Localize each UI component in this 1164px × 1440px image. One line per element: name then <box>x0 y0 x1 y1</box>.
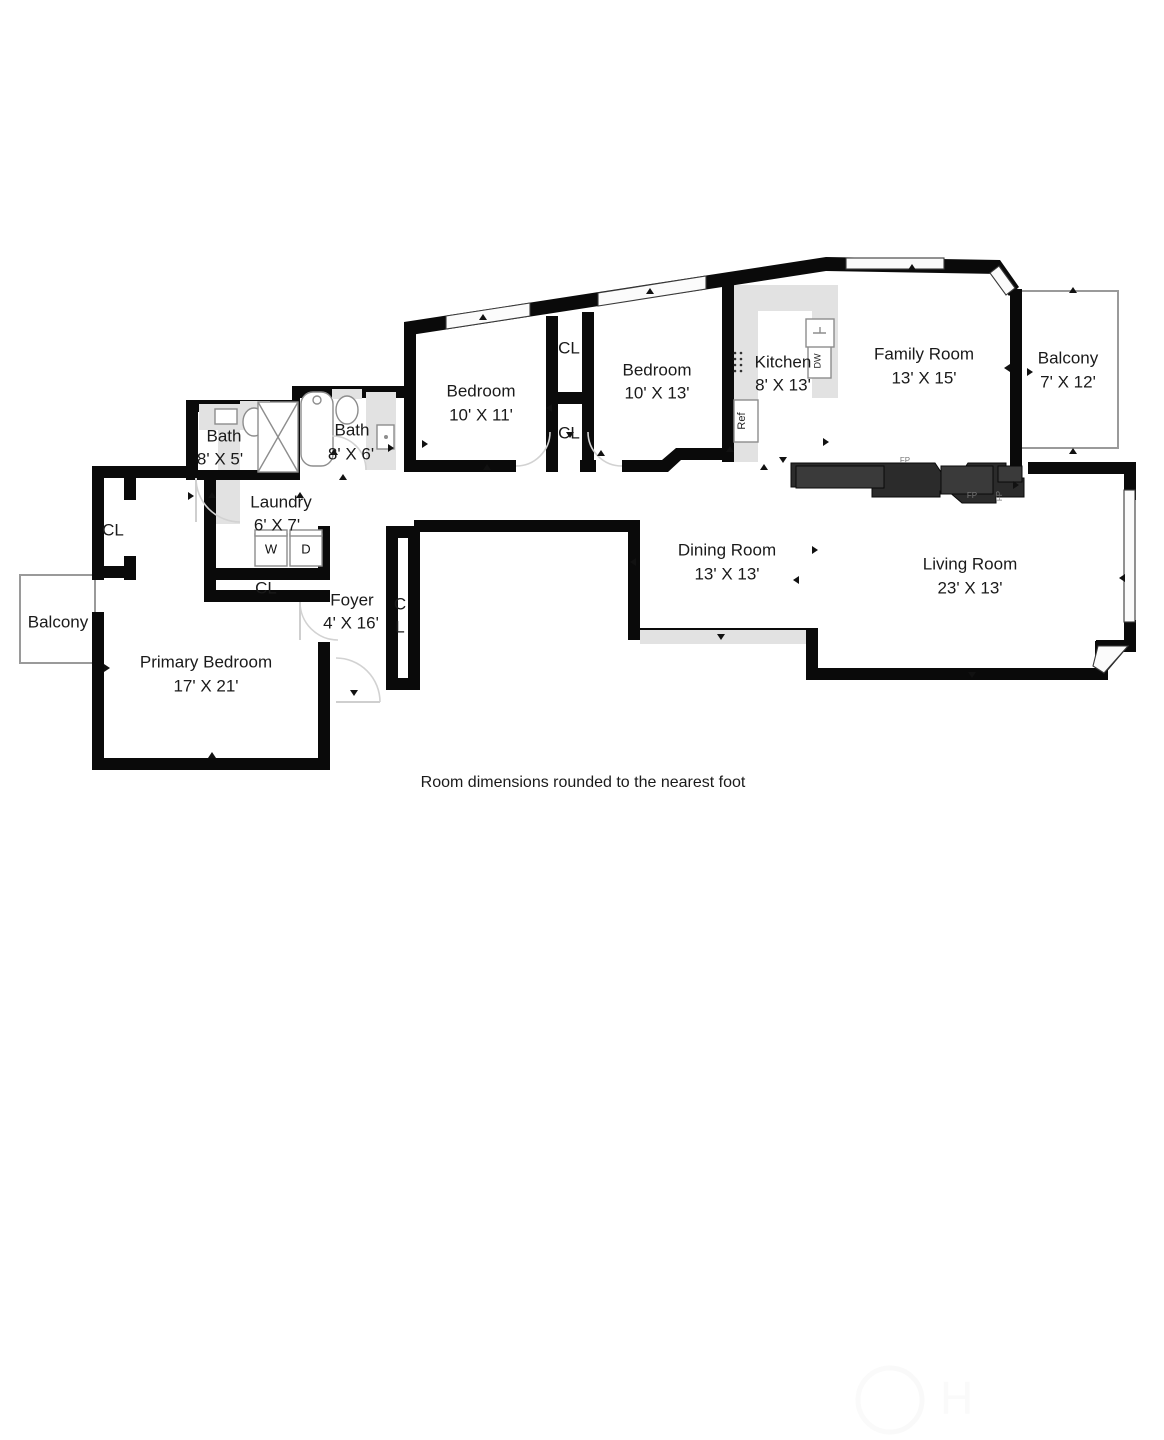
room-name-bath-1: Bath <box>207 426 242 445</box>
room-name-balcony-right: Balcony <box>1038 348 1099 367</box>
doors <box>195 431 623 703</box>
room-name-bedroom-2: Bedroom <box>447 381 516 400</box>
closet-label-bedroom2-lower: CL <box>558 423 580 442</box>
fireplace-wall: FP FP FP <box>790 456 1025 504</box>
fireplace-label-3: FP <box>967 491 977 500</box>
washer-label: W <box>265 541 278 556</box>
room-name-bath-2: Bath <box>335 420 370 439</box>
room-dim-balcony-right: 7' X 12' <box>1040 372 1096 391</box>
fireplace-label-2: FP <box>995 491 1004 501</box>
room-dim-dining-room: 13' X 13' <box>694 564 759 583</box>
closet-label-foyer-line2: L <box>395 617 404 636</box>
refrigerator-label: Ref <box>736 412 748 430</box>
room-dim-laundry: 6' X 7' <box>254 515 300 534</box>
room-name-bedroom-3: Bedroom <box>623 360 692 379</box>
room-dim-foyer: 4' X 16' <box>323 613 379 632</box>
watermark: H <box>855 1365 973 1435</box>
room-dim-bedroom-3: 10' X 13' <box>624 383 689 402</box>
dryer-label: D <box>301 541 310 556</box>
room-dim-bath-2: 8' X 6' <box>328 444 374 463</box>
bath-2-fixtures <box>300 389 396 470</box>
room-name-balcony-left: Balcony <box>28 612 89 631</box>
room-dim-bath-1: 8' X 5' <box>197 449 243 468</box>
closet-label-foyer-line1: C <box>394 594 406 613</box>
room-name-primary-bedroom: Primary Bedroom <box>140 652 272 671</box>
plan-caption: Room dimensions rounded to the nearest f… <box>421 774 746 791</box>
dishwasher-label: DW <box>812 353 822 368</box>
room-dim-bedroom-2: 10' X 11' <box>449 405 513 424</box>
room-dim-kitchen: 8' X 13' <box>755 375 811 394</box>
room-dim-living-room: 23' X 13' <box>937 578 1002 597</box>
room-dim-family-room: 13' X 15' <box>891 368 956 387</box>
closet-label-hall: CL <box>255 578 277 597</box>
room-name-foyer: Foyer <box>330 590 374 609</box>
svg-text:H: H <box>940 1372 973 1424</box>
dimension-markers <box>104 264 1125 758</box>
bath-1-fixtures <box>199 401 299 473</box>
room-dim-primary-bedroom: 17' X 21' <box>173 676 238 695</box>
laundry-appliances: W D <box>254 529 323 567</box>
room-name-kitchen: Kitchen <box>755 352 812 371</box>
room-name-living-room: Living Room <box>923 554 1018 573</box>
room-name-laundry: Laundry <box>250 492 312 511</box>
room-name-dining-room: Dining Room <box>678 540 776 559</box>
closet-label-primary: CL <box>102 520 124 539</box>
closet-label-bedroom2-upper: CL <box>558 338 580 357</box>
room-name-family-room: Family Room <box>874 344 974 363</box>
kitchen-peninsula <box>733 285 838 311</box>
kitchen-fixtures: Ref DW <box>733 318 835 443</box>
room-labels: Bedroom 10' X 11' Bedroom 10' X 13' Kitc… <box>28 344 1099 695</box>
closet-labels: CL CL CL CL C L <box>102 338 580 636</box>
fireplace-label-1: FP <box>900 456 910 465</box>
